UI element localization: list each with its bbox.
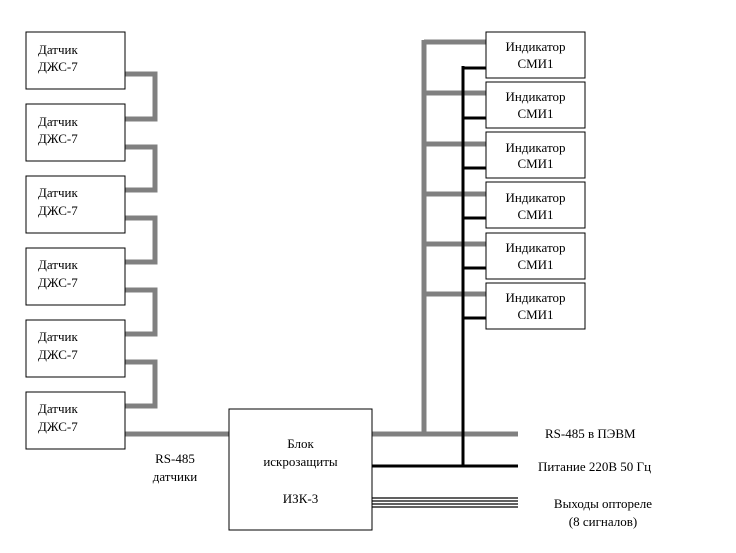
sensor-label-line2: ДЖС-7 xyxy=(38,59,78,74)
sensor-label-line1: Датчик xyxy=(38,257,78,272)
indicator-box xyxy=(485,181,586,229)
barrier-box xyxy=(228,408,373,531)
indicator-label-line2: СМИ1 xyxy=(517,257,553,272)
barrier-block: Блок искрозащиты ИЗК-3 xyxy=(228,408,373,531)
indicator-box xyxy=(485,232,586,280)
indicator-block: Индикатор СМИ1 xyxy=(485,31,586,79)
sensor-label-line2: ДЖС-7 xyxy=(38,347,78,362)
sensor-label-line2: ДЖС-7 xyxy=(38,203,78,218)
indicator-label-line2: СМИ1 xyxy=(517,156,553,171)
indicator-block: Индикатор СМИ1 xyxy=(485,181,586,229)
barrier-label-line2: искрозащиты xyxy=(263,454,338,469)
rs485-pc-label: RS-485 в ПЭВМ xyxy=(545,426,636,441)
sensor-label-line1: Датчик xyxy=(38,185,78,200)
rs485-sensors-label: RS-485 xyxy=(155,451,195,466)
sensor-block: Датчик ДЖС-7 xyxy=(25,31,126,90)
sensor-block: Датчик ДЖС-7 xyxy=(25,103,126,162)
sensor-chain-link xyxy=(125,359,158,409)
indicator-label-line1: Индикатор xyxy=(506,240,566,255)
sensor-block: Датчик ДЖС-7 xyxy=(25,391,126,450)
relay-outputs-label: Выходы оптореле xyxy=(554,496,652,511)
sensor-label-line1: Датчик xyxy=(38,114,78,129)
sensor-box xyxy=(25,103,126,162)
sensor-chain-link xyxy=(125,144,158,193)
indicator-label-line2: СМИ1 xyxy=(517,56,553,71)
power-label: Питание 220В 50 Гц xyxy=(538,459,651,474)
sensor-box xyxy=(25,31,126,90)
sensor-block: Датчик ДЖС-7 xyxy=(25,319,126,378)
indicator-block: Индикатор СМИ1 xyxy=(485,232,586,280)
barrier-label-line1: Блок xyxy=(287,436,314,451)
indicator-label-line2: СМИ1 xyxy=(517,106,553,121)
indicator-label-line2: СМИ1 xyxy=(517,207,553,222)
sensor-box xyxy=(25,175,126,234)
indicator-block: Индикатор СМИ1 xyxy=(485,282,586,330)
indicator-box xyxy=(485,131,586,179)
indicator-label-line1: Индикатор xyxy=(506,140,566,155)
indicator-label-line2: СМИ1 xyxy=(517,307,553,322)
sensor-box xyxy=(25,391,126,450)
relay-outputs-sublabel: (8 сигналов) xyxy=(569,514,637,529)
indicator-block: Индикатор СМИ1 xyxy=(485,131,586,179)
indicator-rs485-bus xyxy=(372,39,518,437)
sensor-label-line1: Датчик xyxy=(38,401,78,416)
sensor-label-line2: ДЖС-7 xyxy=(38,419,78,434)
sensor-block: Датчик ДЖС-7 xyxy=(25,247,126,306)
sensor-block: Датчик ДЖС-7 xyxy=(25,175,126,234)
sensor-label-line1: Датчик xyxy=(38,42,78,57)
sensor-rs485-chain xyxy=(125,71,229,437)
power-bus xyxy=(372,66,518,468)
indicator-box xyxy=(485,81,586,129)
rs485-sensors-sublabel: датчики xyxy=(153,469,198,484)
sensor-box xyxy=(25,319,126,378)
indicator-block: Индикатор СМИ1 xyxy=(485,81,586,129)
sensor-box xyxy=(25,247,126,306)
sensor-chain-link xyxy=(125,287,158,337)
sensor-chain-link xyxy=(125,215,158,265)
barrier-label-line3: ИЗК-3 xyxy=(283,491,318,506)
sensor-label-line2: ДЖС-7 xyxy=(38,131,78,146)
indicator-label-line1: Индикатор xyxy=(506,190,566,205)
sensor-label-line2: ДЖС-7 xyxy=(38,275,78,290)
relay-output-lines xyxy=(372,497,518,508)
indicator-box xyxy=(485,282,586,330)
indicator-box xyxy=(485,31,586,79)
indicator-label-line1: Индикатор xyxy=(506,39,566,54)
sensor-chain-link xyxy=(125,71,158,122)
indicator-label-line1: Индикатор xyxy=(506,89,566,104)
indicator-label-line1: Индикатор xyxy=(506,290,566,305)
sensor-label-line1: Датчик xyxy=(38,329,78,344)
